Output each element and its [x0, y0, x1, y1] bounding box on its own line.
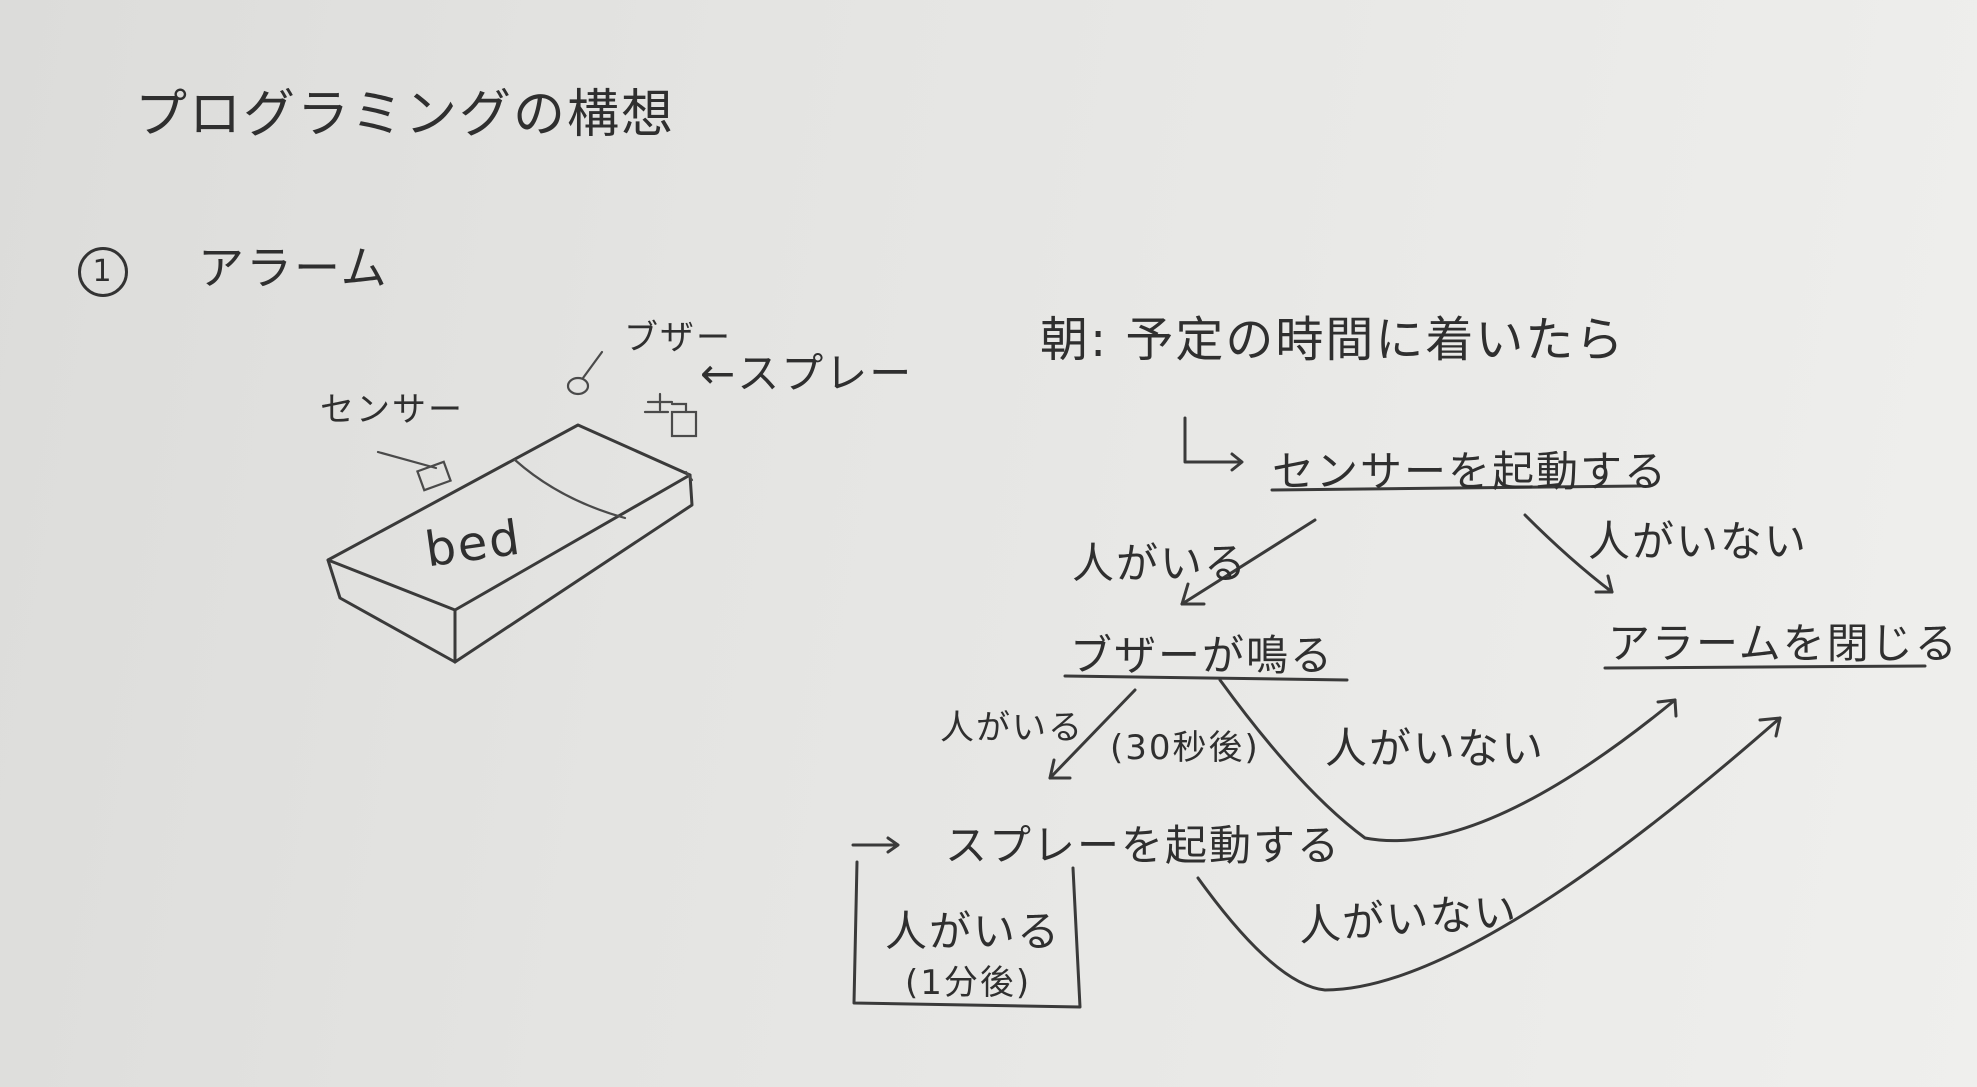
flow-trigger: 朝: 予定の時間に着いたら	[1040, 312, 1626, 368]
flow-person-absent-2: 人がいない	[1325, 724, 1546, 773]
flow-after-30s: (30秒後)	[1110, 728, 1260, 768]
buzzer-drawing	[566, 350, 604, 396]
section-number: 1	[78, 246, 128, 297]
page-title: プログラミングの構想	[135, 85, 676, 145]
flow-start-sensor: センサーを起動する	[1272, 447, 1669, 496]
flow-arrows	[851, 416, 1927, 1009]
flow-person-present-1: 人がいる	[1072, 539, 1249, 588]
flow-person-absent-1: 人がいない	[1588, 517, 1809, 566]
flow-loop-present: 人がいる	[885, 907, 1062, 956]
sensor-label: センサー	[320, 390, 464, 430]
flow-person-present-2: 人がいる	[940, 708, 1084, 748]
flow-buzzer: ブザーが鳴る	[1070, 631, 1335, 680]
flow-start-spray: スプレーを起動する	[945, 821, 1342, 870]
flow-close-alarm: アラームを閉じる	[1608, 619, 1959, 668]
section-label: アラーム	[198, 241, 389, 295]
bed-drawing	[326, 423, 694, 664]
section-heading: 1 アラーム	[78, 232, 389, 298]
sensor-drawing	[376, 450, 452, 492]
flow-loop-after: (1分後)	[905, 963, 1032, 1003]
buzzer-label: ブザー	[624, 318, 732, 358]
spray-drawing	[643, 392, 698, 438]
spray-label: ←スプレー	[700, 349, 914, 398]
